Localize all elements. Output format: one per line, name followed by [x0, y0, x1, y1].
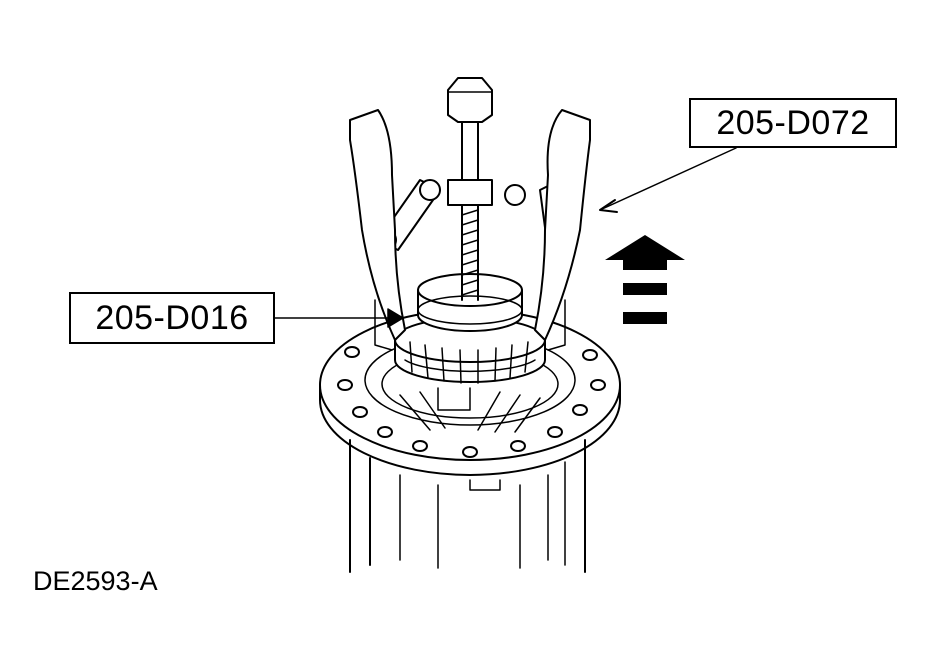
differential-housing [349, 439, 586, 573]
remover-callout-label: 205-D016 [69, 292, 275, 344]
up-arrow-icon [605, 235, 685, 324]
figure-id-label: DE2593-A [33, 566, 158, 596]
puller-callout-label: 205-D072 [689, 98, 897, 148]
leader-lines [274, 147, 737, 328]
bearing-cone [394, 317, 546, 384]
puller-tool [349, 77, 591, 351]
bearing-remover-tool [417, 273, 523, 332]
